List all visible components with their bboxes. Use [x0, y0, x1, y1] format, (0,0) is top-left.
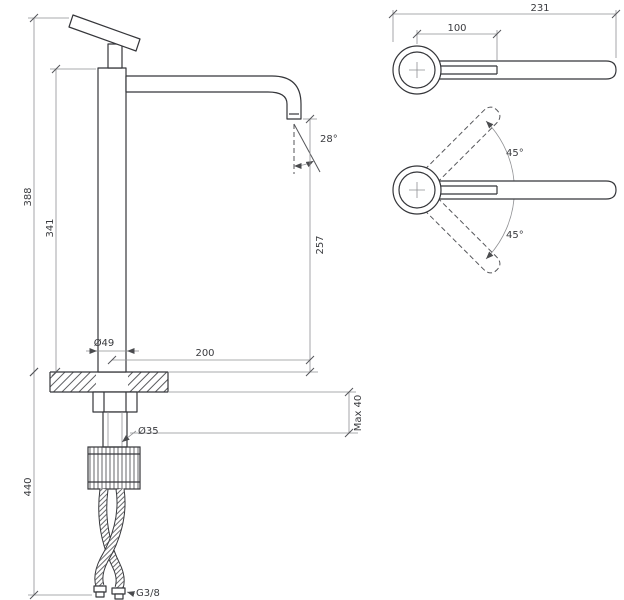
handle-lever	[68, 14, 141, 52]
deck-hatch-left	[50, 372, 96, 392]
angle-slant-line	[293, 123, 321, 173]
faucet-body	[97, 67, 127, 373]
top-view-rotation: 45° 45°	[392, 106, 617, 274]
dim-440-lines	[28, 372, 92, 596]
angle-arc	[293, 160, 314, 169]
dim-base-diameter: Ø49	[86, 337, 139, 354]
spout-angle-label: 28°	[320, 134, 338, 145]
countertop	[49, 371, 356, 393]
hose-thread-label: G3/8	[126, 588, 160, 599]
dim-100-label: 100	[447, 23, 466, 34]
dim-257-label: 257	[315, 235, 326, 254]
dim-200-label: 200	[195, 348, 214, 359]
top-view-handle: 231 100	[388, 3, 621, 95]
dim-341-ticks	[51, 64, 61, 377]
knurled-nut	[87, 446, 141, 490]
hose-left-braid	[95, 488, 125, 588]
dim-100-lines	[416, 30, 498, 60]
dim-shaft-diameter: Ø35	[121, 425, 159, 443]
mounting-assembly	[87, 391, 141, 490]
dim-440-label: 440	[23, 477, 34, 496]
rotation-hub-inner	[398, 171, 436, 209]
deck-hatch-right	[128, 372, 168, 392]
swing-down-label: 45°	[506, 230, 524, 241]
dim-max-40: Max 40	[130, 387, 364, 438]
handle-pin	[107, 43, 123, 69]
dim-total-length-231: 231	[388, 3, 621, 58]
handle-up-dashed	[424, 106, 501, 183]
deck-reference-lines	[168, 371, 356, 393]
hose-fitting-left-tip	[95, 591, 105, 598]
dim-231-lines	[392, 10, 617, 58]
dim-341-lines	[50, 68, 96, 372]
dim-231-ticks	[388, 9, 621, 19]
hose-fitting-right-tip	[114, 593, 124, 600]
dim-total-height-388: 388	[23, 13, 69, 377]
handle-down-dashed	[424, 197, 501, 274]
dim-100-ticks	[412, 29, 502, 39]
g38-label: G3/8	[136, 588, 160, 599]
swing-up-label: 45°	[506, 148, 524, 159]
hub-center-cross	[409, 62, 425, 78]
dim-max40-label: Max 40	[353, 395, 364, 432]
handle-grip-top	[436, 60, 617, 80]
grip-inner-detail	[441, 65, 498, 75]
dim-max40-ticks	[344, 387, 354, 438]
supply-hoses	[93, 488, 126, 600]
dim-reach-200: 200	[107, 348, 315, 365]
handle-hub-inner	[398, 51, 436, 89]
spout	[125, 75, 302, 120]
dim-388-label: 388	[23, 187, 34, 206]
dim-440-ticks	[29, 367, 39, 600]
dim-upper-height-341: 341	[45, 64, 96, 377]
dim-341-label: 341	[45, 218, 56, 237]
handle-grip-rotation	[436, 180, 617, 200]
hose-fitting-right	[111, 587, 126, 595]
knurled-nut-bands	[88, 453, 140, 483]
dim-200-ticks	[107, 355, 315, 365]
dim-max40-lines	[130, 392, 358, 434]
mounting-hex-nut	[92, 391, 138, 413]
handle-position-up	[424, 106, 501, 183]
spout-angle-annotation: 28°	[293, 123, 338, 174]
rotation-grip-detail	[441, 185, 498, 195]
dim-35-leader	[121, 430, 137, 443]
front-view: 28° 388	[23, 13, 364, 600]
dim-handle-length-100: 100	[412, 23, 502, 60]
hex-nut-facets	[103, 392, 127, 412]
dim-spout-height-257: 257	[303, 114, 326, 377]
g38-leader	[126, 591, 136, 597]
hose-fitting-left	[93, 585, 107, 593]
hose-right-braid	[99, 488, 124, 590]
dim-35-label: Ø35	[138, 425, 159, 437]
threaded-shaft	[102, 411, 128, 448]
dim-lower-height-440: 440	[23, 367, 92, 600]
handle-position-down	[424, 197, 501, 274]
rotation-center-cross	[409, 182, 425, 198]
dim-257-ticks	[305, 114, 315, 377]
dim-49-label: Ø49	[94, 337, 115, 349]
dim-388-lines	[28, 17, 69, 372]
dim-231-label: 231	[530, 3, 549, 14]
